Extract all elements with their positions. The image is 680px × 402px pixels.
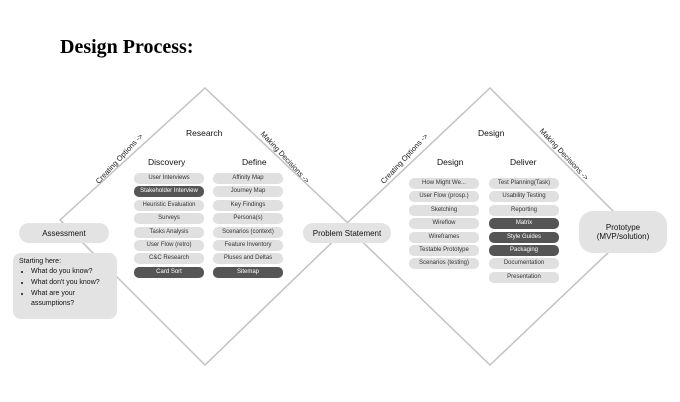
starting-here-box: Starting here: What do you know? What do…: [13, 253, 117, 319]
starting-here-questions: What do you know? What don't you know? W…: [19, 267, 111, 309]
prototype-sublabel: (MVP/solution): [596, 232, 650, 241]
deliver-item: Matrix: [489, 218, 559, 230]
prototype-node: Prototype (MVP/solution): [579, 211, 667, 253]
question-item: What don't you know?: [31, 278, 111, 288]
design-item: How Might We...: [409, 178, 479, 189]
define-item: Affinity Map: [213, 173, 283, 184]
define-item: Persona(s): [213, 213, 283, 225]
design-list: How Might We... User Flow (prosp.)Sketchi…: [409, 178, 479, 270]
discovery-item: User Flow (retro): [134, 239, 204, 251]
define-item: Sitemap: [213, 266, 283, 278]
design-item: Sketching: [409, 204, 479, 216]
design-column-header: Design: [437, 157, 464, 167]
define-item: Journey Map: [213, 186, 283, 198]
discovery-item: C&C Research: [134, 253, 204, 265]
discovery-item: User Interviews: [134, 173, 204, 184]
design-item: Testable Prototype: [409, 244, 479, 256]
define-item: Key Findings: [213, 199, 283, 211]
prototype-label: Prototype: [605, 223, 641, 232]
discovery-item: Card Sort: [134, 266, 204, 278]
starting-here-heading: Starting here:: [19, 258, 62, 265]
design-item: Scenarios (testing): [409, 258, 479, 270]
define-item: Scenarios (context): [213, 226, 283, 238]
design-item: Wireflow: [409, 218, 479, 230]
question-item: What are your assumptions?: [31, 289, 111, 309]
discovery-item: Surveys: [134, 213, 204, 225]
define-item: Feature Inventory: [213, 239, 283, 251]
design-item: User Flow (prosp.): [409, 191, 479, 203]
deliver-item: Reporting: [489, 204, 559, 216]
deliver-item: Test Planning(Task): [489, 178, 559, 189]
assessment-node: Assessment: [19, 223, 109, 243]
design-item: Wireframes: [409, 231, 479, 243]
define-item: Pluses and Deltas: [213, 253, 283, 265]
discovery-item: Tasks Analysis: [134, 226, 204, 238]
page-title: Design Process:: [60, 36, 194, 58]
deliver-item: Documentation: [489, 258, 559, 270]
design-header: Design: [478, 128, 505, 138]
problem-statement-label: Problem Statement: [312, 228, 382, 238]
assessment-label: Assessment: [42, 228, 86, 238]
discovery-item: Heuristic Evaluation: [134, 199, 204, 211]
research-header: Research: [186, 128, 223, 138]
question-item: What do you know?: [31, 267, 111, 277]
deliver-column-header: Deliver: [510, 157, 537, 167]
deliver-item: Usability Testing: [489, 191, 559, 203]
deliver-item: Packaging: [489, 244, 559, 256]
deliver-item: Style Guides: [489, 231, 559, 243]
discovery-item: Stakeholder Interview: [134, 186, 204, 198]
deliver-item: Presentation: [489, 271, 559, 283]
problem-statement-node: Problem Statement: [303, 223, 391, 243]
discovery-header: Discovery: [148, 157, 186, 167]
define-header: Define: [242, 157, 267, 167]
